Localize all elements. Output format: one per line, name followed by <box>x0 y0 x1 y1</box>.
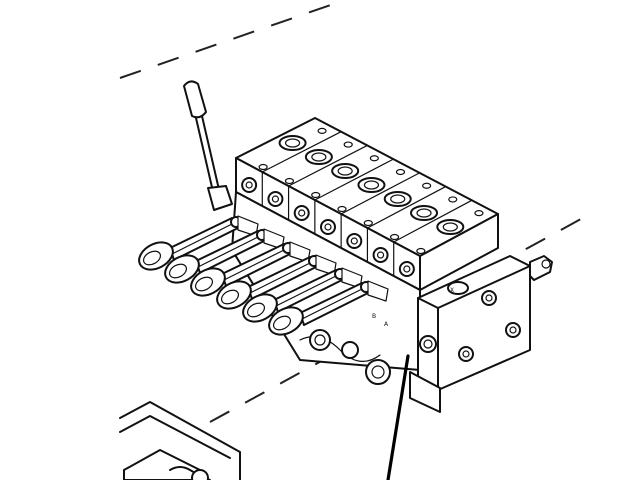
front-port-inner <box>376 251 385 259</box>
bolt <box>284 177 295 185</box>
front-port <box>241 177 258 193</box>
bolt <box>389 233 400 241</box>
partial-assembly-bottom-left <box>119 401 241 480</box>
top-port <box>436 219 465 235</box>
top-port-inner <box>442 222 458 232</box>
top-port-inner <box>390 194 406 204</box>
valve-bank-body <box>235 117 499 291</box>
bolt <box>416 247 426 255</box>
bolt <box>258 163 268 171</box>
front-port-inner <box>403 265 411 273</box>
top-port-inner <box>311 152 327 162</box>
top-port-inner <box>363 180 380 190</box>
inlet-end-block: X <box>409 255 553 413</box>
section-divider <box>366 185 447 229</box>
front-port-inner <box>324 223 332 231</box>
front-port-inner <box>298 209 306 217</box>
top-port <box>304 149 333 165</box>
top-port-inner <box>284 138 301 148</box>
lever <box>268 280 389 336</box>
front-port-inner <box>271 195 280 203</box>
bolt <box>317 127 327 134</box>
bolt <box>343 141 353 148</box>
section-divider <box>340 172 421 215</box>
lever <box>216 254 337 310</box>
lever <box>242 267 363 323</box>
port-label-b: B <box>372 313 376 320</box>
section-divider <box>393 199 473 243</box>
section-divider <box>314 158 395 201</box>
top-port <box>410 205 439 221</box>
section-divider <box>261 131 342 173</box>
top-port <box>331 163 360 179</box>
vertical-control-lever <box>183 80 233 211</box>
lever <box>138 215 259 271</box>
top-port-inner <box>337 166 353 176</box>
top-port <box>383 191 412 207</box>
bolt <box>395 168 406 176</box>
front-port-inner <box>350 237 358 245</box>
top-port <box>357 177 386 193</box>
bolt <box>448 196 458 203</box>
front-port <box>320 219 336 235</box>
top-port-inner <box>416 208 432 218</box>
bolt <box>337 205 347 213</box>
front-port <box>267 191 284 207</box>
top-port <box>278 135 307 151</box>
control-levers <box>138 215 389 336</box>
section-divider <box>287 144 368 187</box>
front-port <box>293 205 310 221</box>
port-labels: B A <box>372 313 389 328</box>
front-port <box>398 261 415 277</box>
lever <box>190 241 311 297</box>
front-port <box>372 247 389 263</box>
bolt <box>363 219 373 227</box>
bolt <box>474 210 484 217</box>
front-port-inner <box>245 181 253 189</box>
port-label-a: A <box>384 321 389 328</box>
bolt <box>422 182 432 189</box>
lever <box>164 228 285 284</box>
leader-line <box>386 354 410 480</box>
bolt <box>311 191 321 199</box>
front-port <box>346 233 363 249</box>
bolt <box>369 155 379 162</box>
port-label-x: X <box>450 287 454 294</box>
